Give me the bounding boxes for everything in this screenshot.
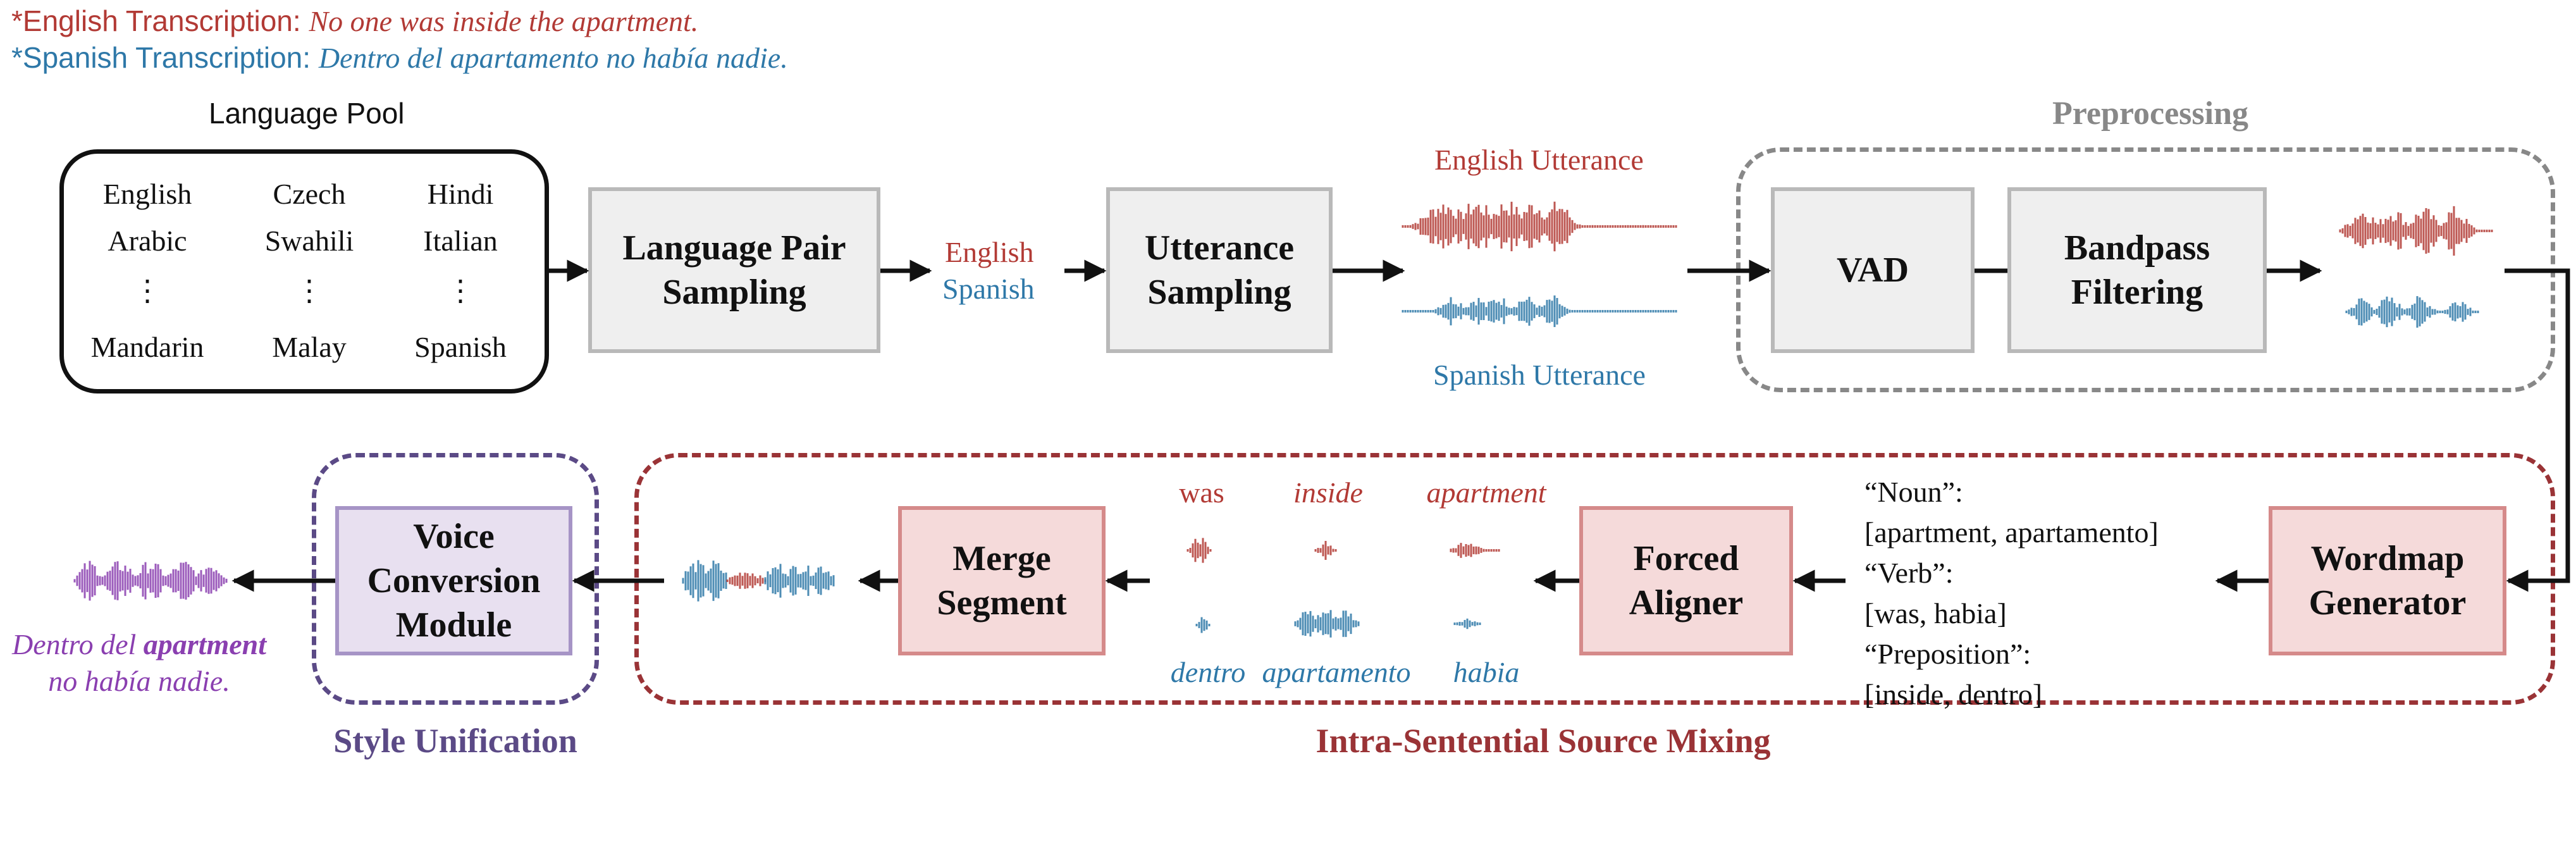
language-item: Arabic [108,225,187,257]
language-item: Malay [272,331,347,363]
wordmap-text: “Noun”: [apartment, apartamento] “Verb”:… [1864,472,2159,715]
vad-node: VAD [1771,187,1975,353]
language-item: English [102,178,192,210]
pair-label-english: English [945,236,1034,268]
english-transcription-prefix: *English Transcription: [11,4,309,37]
merged-waveform-blue-left [682,560,727,602]
language-item: Italian [423,225,498,257]
language-item: Czech [273,178,346,210]
english-utterance-waveform [1402,201,1677,252]
merged-waveform-red [726,573,767,589]
ellipsis: ⋮ [446,275,475,307]
connector-filtered-to-wordmap [2505,268,2570,583]
wordmap-line: [inside, dentro] [1864,678,2043,710]
style-unification-group-label: Style Unification [333,722,577,760]
segment-apartment [1450,543,1500,558]
output-waveform [73,561,228,601]
output-text: Dentro del apartment no había nadie. [0,626,278,700]
language-item: Spanish [414,331,507,363]
english-transcription-text: No one was inside the apartment. [309,5,699,37]
english-utterance-label: English Utterance [1434,144,1644,176]
wordmap-line: [apartment, apartamento] [1864,516,2159,548]
aligned-word-spanish: dentro [1170,656,1246,688]
node-label: Filtering [2071,273,2203,312]
ellipsis: ⋮ [295,275,324,307]
segment-dentro [1195,617,1211,633]
aligned-word-english: apartment [1426,476,1546,509]
english-transcription: *English Transcription: No one was insid… [11,4,698,38]
aligned-word-english: inside [1293,476,1363,509]
language-item: Hindi [427,178,494,210]
language-item: Swahili [264,225,354,257]
segment-habia [1453,618,1481,629]
wordmap-line: “Verb”: [1864,557,1954,589]
node-label: Utterance [1144,228,1295,268]
node-label: Wordmap [2310,539,2465,578]
node-label: Sampling [1147,273,1291,312]
node-label: Merge [952,539,1051,578]
node-label: Bandpass [2064,228,2210,268]
output-text-line2: no había nadie. [48,665,230,697]
node-label: Conversion [367,561,541,600]
merged-waveform-blue-right [764,564,835,598]
ellipsis: ⋮ [133,275,162,307]
intra-sentential-group-label: Intra-Sentential Source Mixing [1316,722,1771,760]
language-pool-title: Language Pool [209,97,405,130]
spanish-transcription: *Spanish Transcription: Dentro del apart… [11,40,788,75]
node-label: Aligner [1629,583,1744,623]
segment-apartamento [1294,610,1360,638]
spanish-utterance-label: Spanish Utterance [1433,359,1646,391]
segment-inside [1314,540,1337,561]
node-label: VAD [1836,251,1909,290]
spanish-utterance-waveform [1402,295,1677,327]
node-label: Language Pair [622,228,846,268]
output-text-line1: Dentro del apartment [0,626,278,663]
preprocessing-group-label: Preprocessing [2052,96,2249,132]
node-label: Generator [2308,583,2467,623]
filtered-spanish-waveform [2345,296,2479,328]
spanish-transcription-text: Dentro del apartamento no había nadie. [318,42,788,74]
filtered-english-waveform [2339,206,2493,256]
node-label: Module [395,605,512,645]
language-item: Mandarin [90,331,204,363]
wordmap-line: [was, habia] [1864,597,2007,629]
language-pool-box [59,149,549,394]
node-label: Segment [937,583,1067,623]
node-label: Forced [1633,539,1739,578]
spanish-transcription-prefix: *Spanish Transcription: [11,41,319,74]
wordmap-line: “Noun”: [1864,476,1963,508]
segment-was [1186,538,1212,563]
output-text-bold: apartment [143,628,267,660]
output-text-pre: Dentro del [11,628,144,660]
aligned-word-english: was [1179,476,1224,509]
wordmap-line: “Preposition”: [1864,638,2031,670]
aligned-word-spanish: habia [1453,656,1520,688]
node-label: Sampling [662,273,806,312]
pair-label-spanish: Spanish [942,273,1035,305]
aligned-word-spanish: apartamento [1262,656,1411,688]
node-label: Voice [413,517,495,556]
